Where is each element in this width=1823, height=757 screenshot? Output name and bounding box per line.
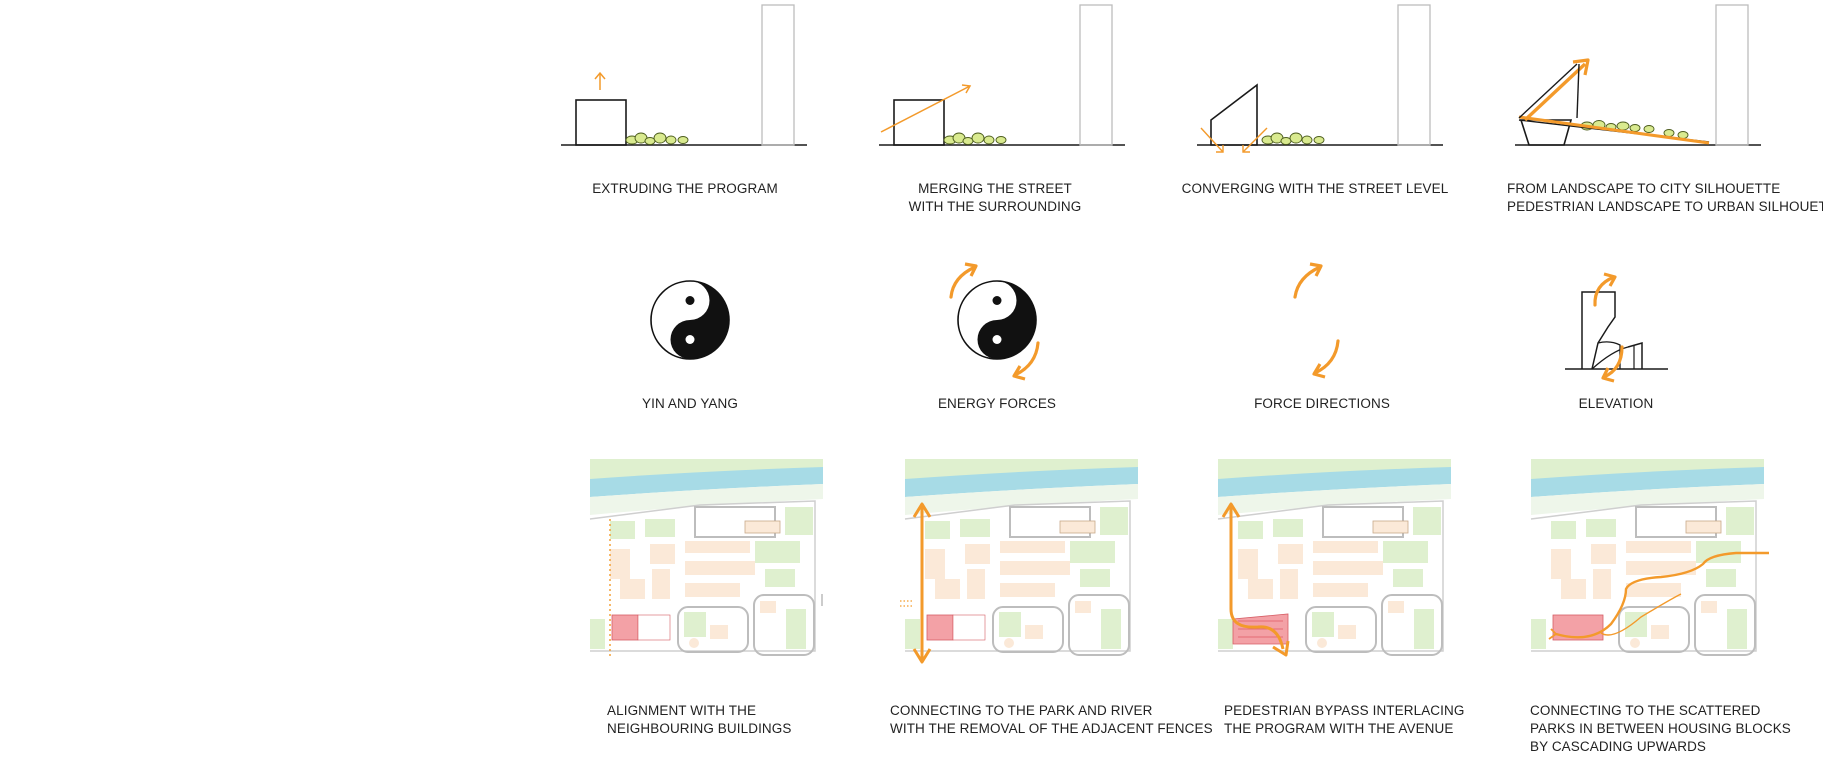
caption-line: BY CASCADING UPWARDS [1530, 739, 1707, 754]
energy-forces-sketch [949, 262, 1040, 381]
diagram-plan-bypass [1217, 459, 1453, 664]
caption-landscape: FROM LANDSCAPE TO CITY SILHOUETTE PEDEST… [1507, 180, 1823, 216]
caption-line: FROM LANDSCAPE TO CITY SILHOUETTE [1507, 181, 1781, 196]
site-plan-map [900, 459, 1138, 664]
caption-line: PEDESTRIAN LANDSCAPE TO URBAN SILHOUETTE [1507, 199, 1823, 214]
site-plan-map [589, 459, 823, 659]
caption-bypass: PEDESTRIAN BYPASS INTERLACING THE PROGRA… [1224, 702, 1474, 738]
diagram-converging [1191, 0, 1451, 153]
caption-line: FORCE DIRECTIONS [1254, 396, 1390, 411]
caption-park-river: CONNECTING TO THE PARK AND RIVER WITH TH… [890, 702, 1220, 738]
yin-yang-icon [650, 280, 730, 360]
caption-line: WITH THE REMOVAL OF THE ADJACENT FENCES [890, 721, 1213, 736]
diagram-extruding [555, 0, 815, 150]
landscape-sketch [1515, 4, 1761, 146]
caption-line: MERGING THE STREET [918, 181, 1072, 196]
shrub-icon [943, 132, 1007, 145]
caption-line: CONVERGING WITH THE STREET LEVEL [1181, 181, 1449, 196]
shrub-icon [1261, 132, 1325, 145]
caption-yin-yang: YIN AND YANG [590, 395, 790, 413]
caption-elevation: ELEVATION [1516, 395, 1716, 413]
diagram-energy-forces [935, 255, 1065, 395]
caption-line: ELEVATION [1578, 396, 1654, 411]
diagram-plan-park-river [900, 459, 1140, 664]
caption-line: NEIGHBOURING BUILDINGS [607, 721, 792, 736]
caption-line: CONNECTING TO THE SCATTERED [1530, 703, 1761, 718]
caption-line: YIN AND YANG [642, 396, 738, 411]
caption-line: ENERGY FORCES [937, 396, 1057, 411]
diagram-yin-yang [640, 270, 740, 370]
caption-cascading: CONNECTING TO THE SCATTERED PARKS IN BET… [1530, 702, 1800, 756]
caption-line: THE PROGRAM WITH THE AVENUE [1224, 721, 1454, 736]
caption-line: ALIGNMENT WITH THE [607, 703, 757, 718]
caption-line: EXTRUDING THE PROGRAM [592, 181, 778, 196]
elevation-sketch [1565, 272, 1668, 383]
shrub-icon [625, 132, 689, 145]
caption-merging: MERGING THE STREET WITH THE SURROUNDING [880, 180, 1110, 216]
diagram-landscape [1509, 0, 1769, 150]
force-directions-sketch [1293, 262, 1340, 379]
caption-converging: CONVERGING WITH THE STREET LEVEL [1175, 180, 1455, 198]
diagram-plan-alignment [589, 459, 825, 664]
caption-line: CONNECTING TO THE PARK AND RIVER [890, 703, 1153, 718]
site-plan-map [1530, 459, 1769, 656]
site-plan-map [1217, 459, 1451, 657]
diagram-force-directions [1260, 255, 1390, 395]
caption-force-directions: FORCE DIRECTIONS [1222, 395, 1422, 413]
caption-energy-forces: ENERGY FORCES [897, 395, 1097, 413]
merging-sketch [879, 4, 1125, 146]
caption-extruding: EXTRUDING THE PROGRAM [570, 180, 800, 198]
diagram-plan-cascading [1530, 459, 1771, 664]
diagram-merging [873, 0, 1133, 150]
caption-line: PEDESTRIAN BYPASS INTERLACING [1224, 703, 1465, 718]
extruding-sketch [561, 4, 807, 146]
diagram-elevation [1560, 255, 1700, 395]
caption-alignment: ALIGNMENT WITH THE NEIGHBOURING BUILDING… [607, 702, 847, 738]
caption-line: PARKS IN BETWEEN HOUSING BLOCKS [1530, 721, 1791, 736]
caption-line: WITH THE SURROUNDING [908, 199, 1082, 214]
converging-sketch [1197, 4, 1443, 153]
